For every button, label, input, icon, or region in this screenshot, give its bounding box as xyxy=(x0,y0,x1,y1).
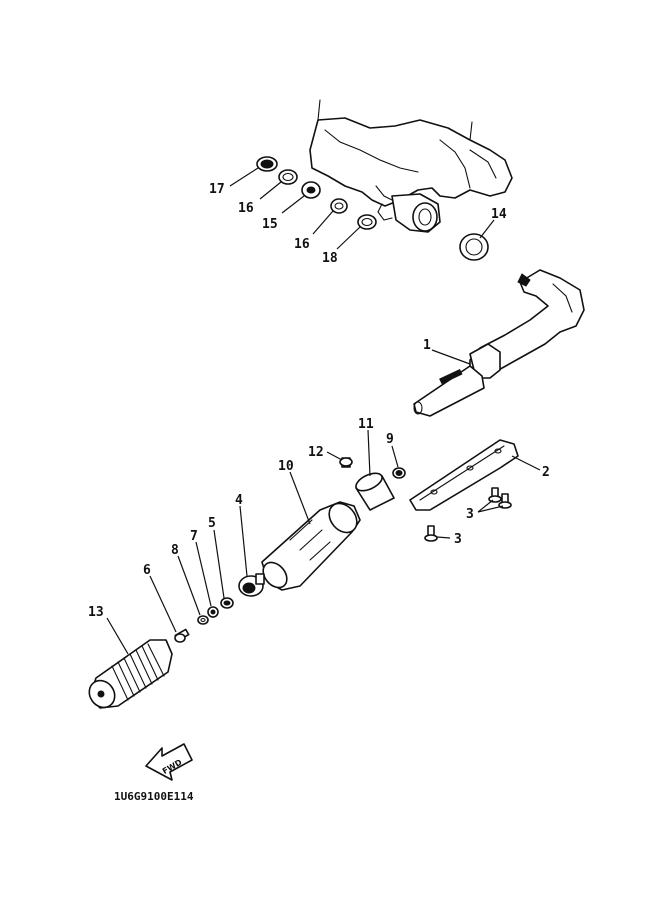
callout-11: 11 xyxy=(358,417,374,432)
part-16-washer-lower xyxy=(330,198,348,214)
callout-15: 15 xyxy=(262,217,278,232)
callout-14: 14 xyxy=(491,207,507,222)
screw-a xyxy=(488,487,502,503)
part-1-steering-handle xyxy=(413,269,585,417)
part-7-washer xyxy=(207,606,219,618)
callout-labels: 17 16 15 16 18 14 1 2 3 3 12 9 11 10 4 5… xyxy=(88,182,550,620)
part-15-bushing xyxy=(301,181,321,199)
callout-3-upper: 3 xyxy=(466,507,474,522)
drawing-code: 1U6G9100E114 xyxy=(114,790,194,803)
callout-10: 10 xyxy=(278,459,294,474)
part-17-nut xyxy=(256,156,278,172)
callout-5: 5 xyxy=(208,516,216,531)
steering-bracket-housing xyxy=(309,99,513,233)
top-hardware xyxy=(256,156,377,230)
part-11-collar xyxy=(355,472,395,511)
callout-12: 12 xyxy=(308,445,324,460)
callout-13: 13 xyxy=(88,605,104,620)
part-8-washer xyxy=(197,615,209,625)
part-13-grip xyxy=(88,639,173,709)
part-2-throttle-rail xyxy=(409,439,519,511)
callout-16-lower: 16 xyxy=(294,237,310,252)
fwd-arrow-icon: FWD xyxy=(145,743,193,781)
part-18-washer xyxy=(357,214,377,230)
screw-c xyxy=(424,525,438,542)
callout-16-upper: 16 xyxy=(238,201,254,216)
part-10-throttle-shaft xyxy=(261,501,361,591)
callout-2: 2 xyxy=(542,465,550,480)
part-16-washer-upper xyxy=(278,169,298,185)
callout-7: 7 xyxy=(190,529,198,544)
callout-9: 9 xyxy=(386,432,394,447)
callout-17: 17 xyxy=(209,182,225,197)
callout-3-lower: 3 xyxy=(454,532,462,547)
leader-lines xyxy=(106,167,541,655)
part-9-nut xyxy=(392,467,406,479)
part-4-cap xyxy=(238,573,265,597)
callout-18: 18 xyxy=(322,251,338,266)
callout-4: 4 xyxy=(235,493,243,508)
callout-6: 6 xyxy=(143,563,151,578)
callout-1: 1 xyxy=(423,338,431,353)
part-6-bolt xyxy=(174,628,190,643)
part-14-ring xyxy=(459,233,489,261)
callout-8: 8 xyxy=(171,543,179,558)
part-12-screw xyxy=(339,457,353,468)
part-5-spring xyxy=(220,597,234,609)
